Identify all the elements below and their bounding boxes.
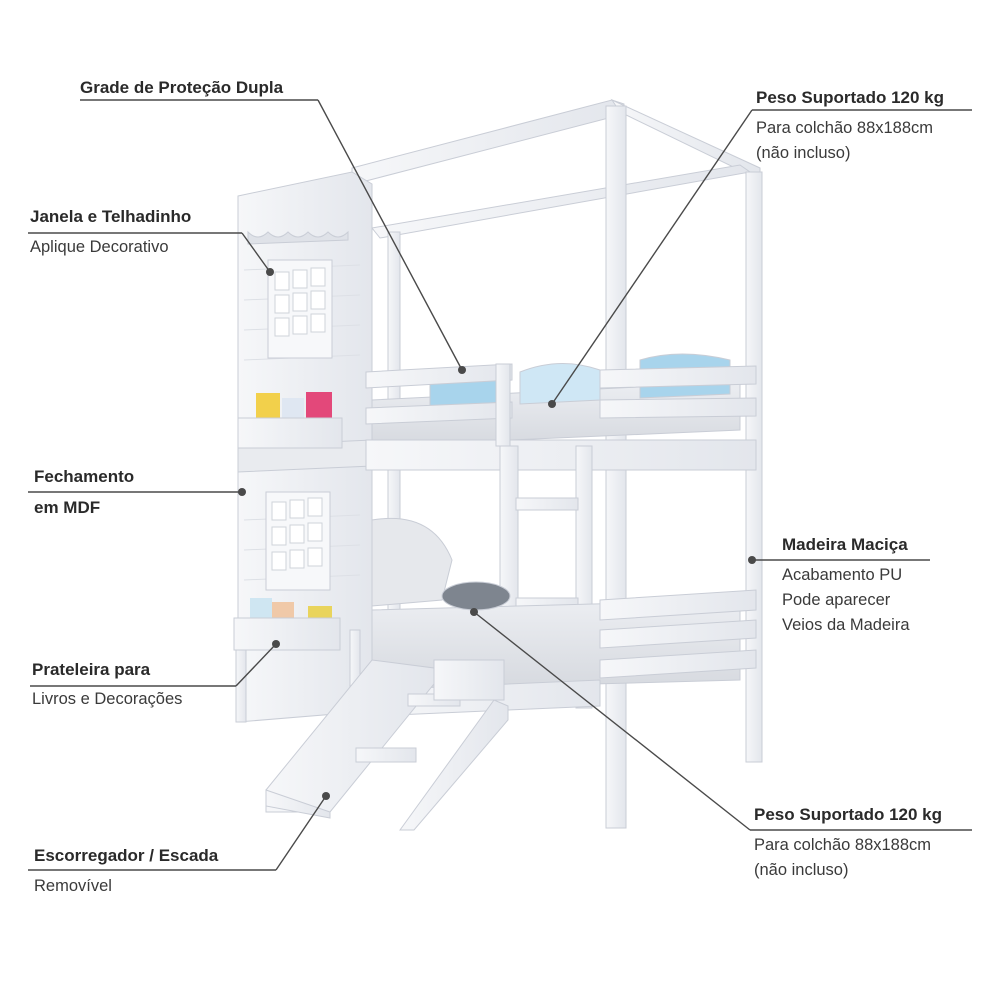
callout-peso-top-title: Peso Suportado 120 kg <box>756 88 944 107</box>
callout-fechamento-title2: em MDF <box>34 498 101 517</box>
callout-escorregador: Escorregador / Escada Removível <box>34 846 218 899</box>
callout-madeira-title: Madeira Maciça <box>782 535 908 554</box>
callout-prateleira: Prateleira para Livros e Decorações <box>32 660 182 712</box>
callout-escorregador-title: Escorregador / Escada <box>34 846 219 865</box>
callout-madeira-desc-1: Acabamento PU <box>782 566 903 584</box>
book-shelves <box>233 392 343 651</box>
callout-peso-bottom-desc-2: (não incluso) <box>754 861 849 879</box>
callout-janela-title: Janela e Telhadinho <box>30 207 192 226</box>
upper-bunk <box>365 353 757 471</box>
callout-janela: Janela e Telhadinho Aplique Decorativo <box>30 207 191 260</box>
callout-madeira-desc-3: Veios da Madeira <box>782 616 910 634</box>
callout-madeira: Madeira Maciça Acabamento PU Pode aparec… <box>782 535 910 638</box>
callout-escorregador-desc-1: Removível <box>34 877 112 895</box>
callout-madeira-desc-2: Pode aparecer <box>782 591 891 609</box>
callout-peso-bottom: Peso Suportado 120 kg Para colchão 88x18… <box>754 805 942 883</box>
callout-peso-bottom-desc-1: Para colchão 88x188cm <box>754 836 932 854</box>
callout-grade-title: Grade de Proteção Dupla <box>80 78 284 97</box>
callout-peso-top: Peso Suportado 120 kg Para colchão 88x18… <box>756 88 944 166</box>
callout-peso-top-desc-2: (não incluso) <box>756 144 851 162</box>
callout-prateleira-title: Prateleira para <box>32 660 151 679</box>
callout-janela-desc-1: Aplique Decorativo <box>30 238 169 256</box>
callout-prateleira-desc-1: Livros e Decorações <box>32 690 183 708</box>
slide-stairs <box>265 659 509 831</box>
callout-peso-bottom-title: Peso Suportado 120 kg <box>754 805 942 824</box>
callout-peso-top-desc-1: Para colchão 88x188cm <box>756 119 934 137</box>
callout-fechamento-title: Fechamento <box>34 467 135 486</box>
